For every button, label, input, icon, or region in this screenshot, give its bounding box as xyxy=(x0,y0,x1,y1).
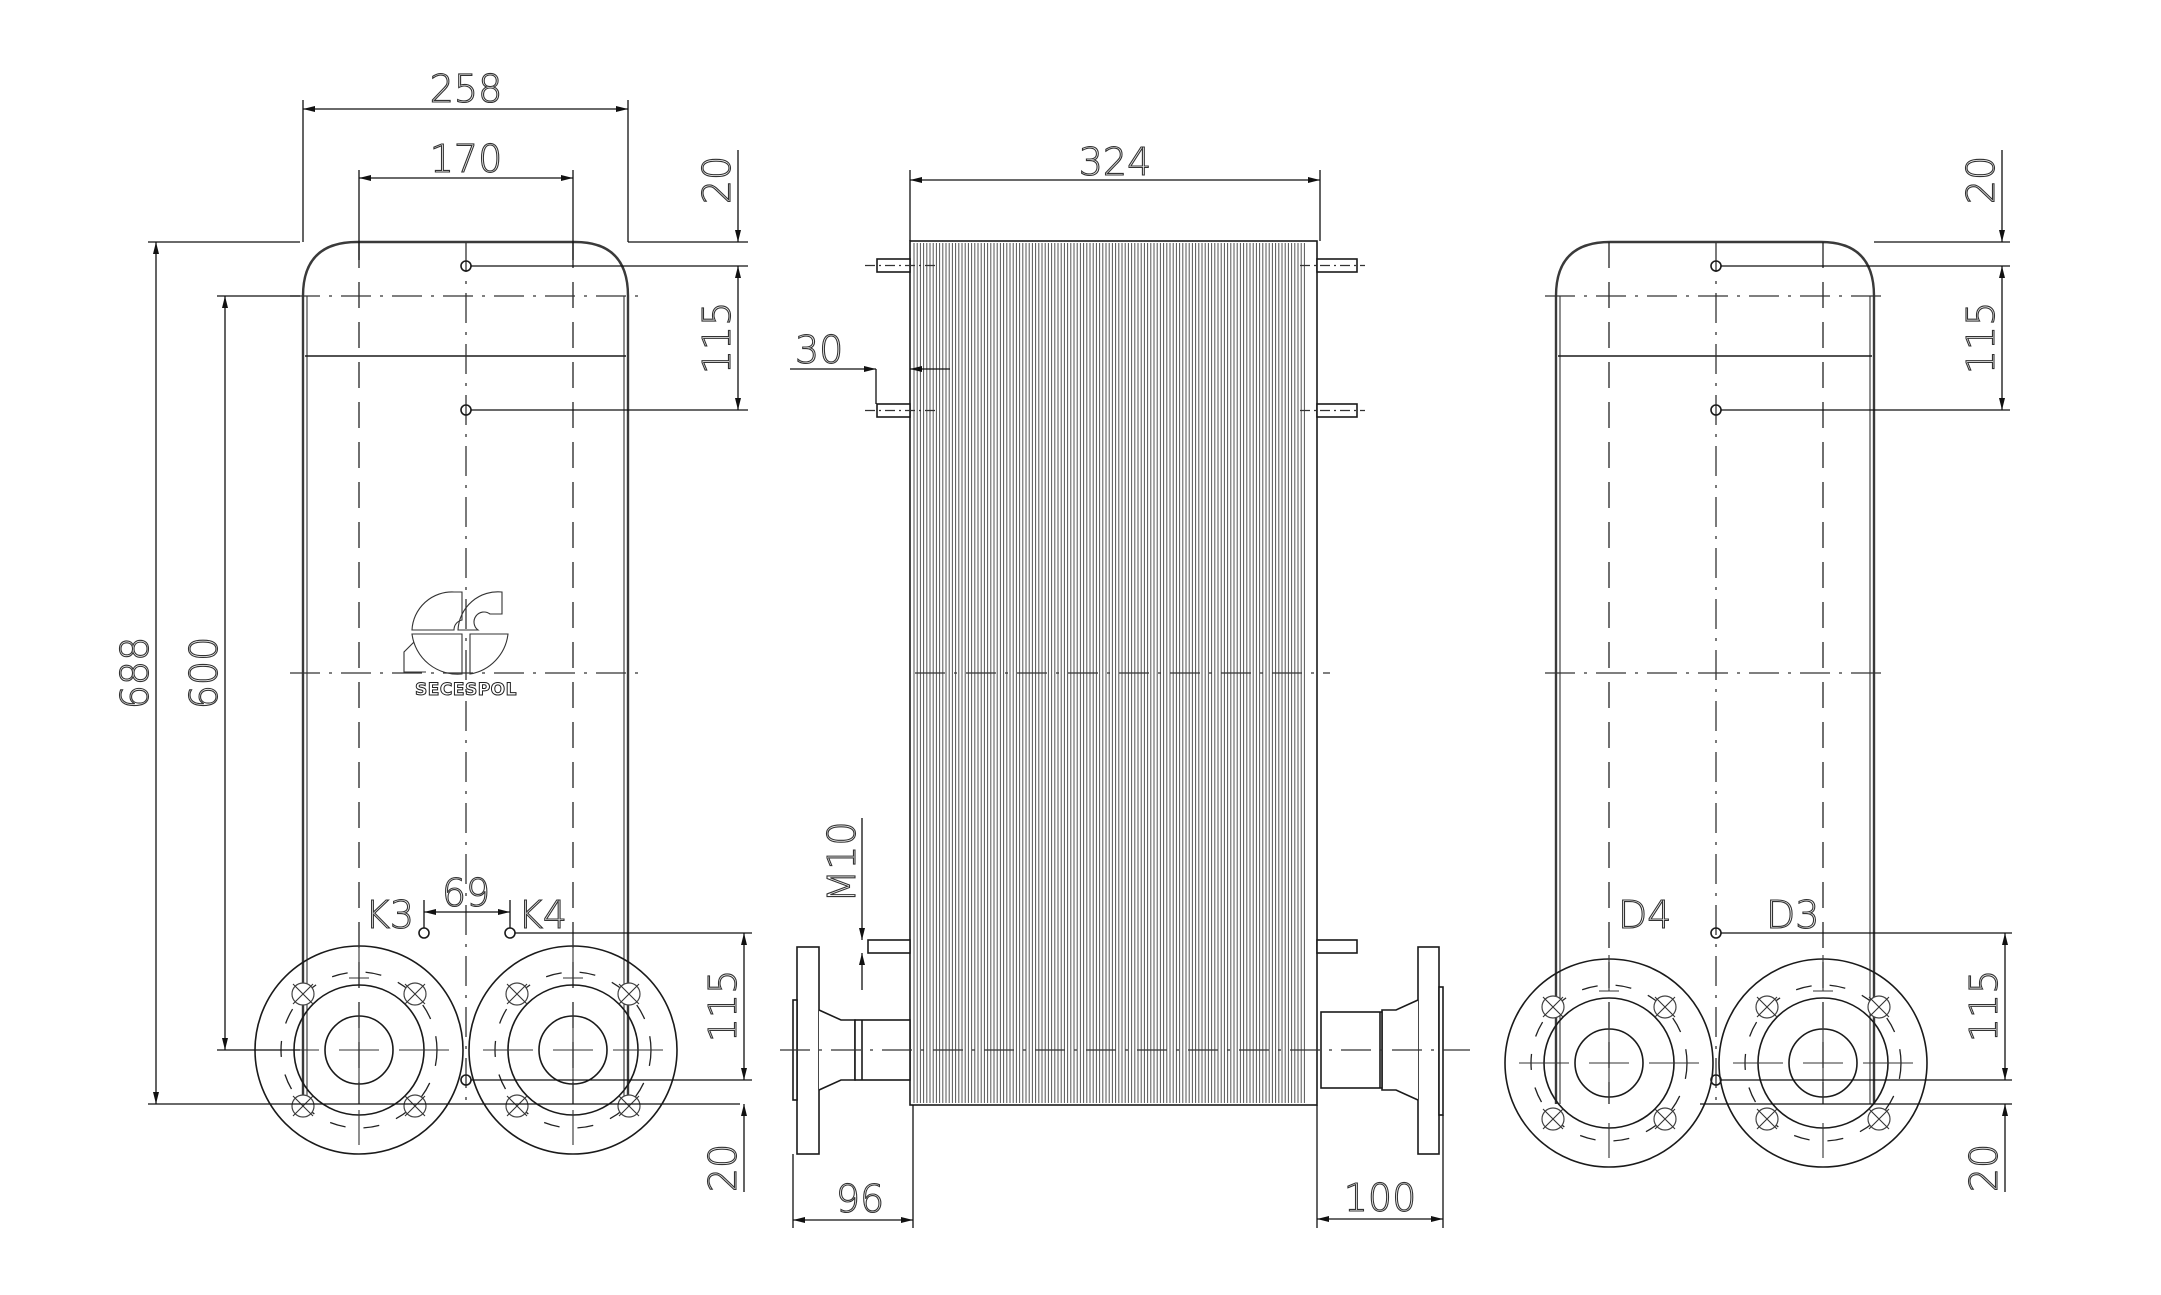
side-view: 324 30 M10 96 100 xyxy=(780,139,1470,1228)
dim-258: 258 xyxy=(430,67,503,111)
dim-100: 100 xyxy=(1344,1176,1417,1220)
label-d4: D4 xyxy=(1618,893,1671,937)
flange-k4 xyxy=(468,941,678,1155)
brand-label: SECESPOL xyxy=(415,680,517,700)
rear-view: D4 D3 20 115 115 20 xyxy=(1504,150,2012,1193)
flange-k3 xyxy=(254,941,464,1155)
label-d3: D3 xyxy=(1766,893,1819,937)
rear-dim-bottom-20: 20 xyxy=(1962,1144,2006,1192)
rear-dim-bottom-115: 115 xyxy=(1962,970,2006,1043)
dim-69: 69 xyxy=(442,871,490,915)
flange-d3 xyxy=(1718,954,1928,1168)
dim-96: 96 xyxy=(836,1177,884,1221)
dim-top-115: 115 xyxy=(695,302,739,375)
plate-pack xyxy=(909,240,1318,1106)
secespol-logo-icon xyxy=(403,591,509,675)
dim-600: 600 xyxy=(182,637,226,710)
right-nozzle xyxy=(1320,946,1444,1155)
dim-bottom-115: 115 xyxy=(701,970,745,1043)
dim-top-20: 20 xyxy=(695,156,739,204)
label-k4: K4 xyxy=(518,893,567,937)
dim-170: 170 xyxy=(430,137,503,181)
rear-dim-top-20: 20 xyxy=(1959,156,2003,204)
dim-688: 688 xyxy=(113,637,157,710)
rear-dim-top-115: 115 xyxy=(1959,302,2003,375)
dim-324: 324 xyxy=(1079,140,1152,184)
dim-30: 30 xyxy=(795,328,843,372)
label-k3: K3 xyxy=(365,893,414,937)
dim-bottom-20: 20 xyxy=(701,1144,745,1192)
flange-d4 xyxy=(1504,954,1714,1168)
dim-m10: M10 xyxy=(820,821,864,902)
front-view: SECESPOL 258 170 688 600 20 115 xyxy=(112,66,752,1193)
